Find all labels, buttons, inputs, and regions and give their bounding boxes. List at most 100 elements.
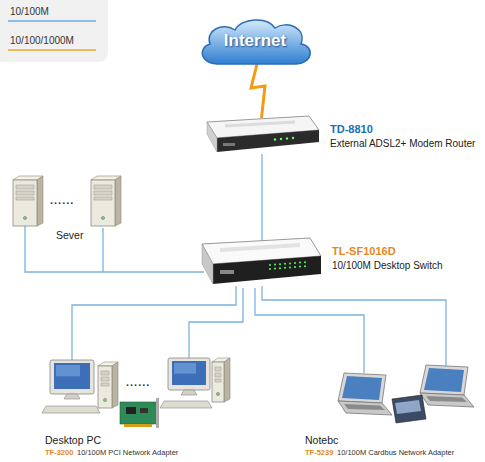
art-polygon [37, 176, 43, 226]
art-rect [168, 358, 210, 390]
art-rect [140, 408, 148, 413]
legend-panel [0, 0, 108, 62]
art-polygon [160, 401, 212, 408]
legend-entry: 10/100/1000M [10, 35, 74, 46]
notebook-group: NotebcTF-523910/100M Cardbus Network Ada… [300, 365, 475, 430]
art-rect [91, 180, 115, 226]
ellipsis-label: ...... [126, 376, 150, 388]
art-rect [215, 373, 221, 377]
art-circle [274, 268, 276, 270]
art-rect [98, 366, 112, 408]
adapter-description: 10/100M Cardbus Network Adapter [337, 449, 477, 458]
legend-line-sample [8, 49, 96, 51]
art-polygon [213, 256, 321, 284]
art-rect [16, 185, 34, 189]
art-rect [212, 362, 224, 402]
art-polygon [181, 390, 197, 395]
model-name: TL-SF1016D [332, 245, 482, 258]
art-polygon [338, 373, 386, 403]
art-circle [23, 216, 26, 219]
art-rect [124, 424, 152, 427]
desktop-group: Desktop PCTF-320010/100M PCI Network Ada… [40, 358, 230, 428]
switch-device-art [200, 236, 322, 288]
art-circle [289, 262, 291, 264]
art-rect [54, 363, 90, 389]
wan-link [251, 64, 265, 118]
legend-text: 10/100M [10, 6, 49, 17]
network-wire [102, 228, 103, 272]
art-circle [289, 266, 291, 268]
cloud-node: Internet [195, 16, 315, 68]
device-description: 10/100M Desktop Switch [332, 260, 482, 272]
art-polygon [424, 368, 464, 392]
art-rect [215, 379, 221, 382]
art-polygon [64, 394, 80, 399]
art-circle [299, 266, 301, 268]
art-circle [103, 398, 106, 401]
art-polygon [392, 395, 426, 423]
art-polygon [42, 406, 100, 413]
art-circle [294, 262, 296, 264]
ellipsis-label: ...... [50, 194, 74, 206]
art-rect [172, 361, 206, 385]
art-circle [274, 264, 276, 266]
art-circle [274, 138, 276, 140]
art-circle [284, 267, 286, 269]
art-circle [304, 261, 306, 263]
art-polygon [426, 396, 467, 402]
art-rect [220, 270, 234, 274]
art-circle [284, 263, 286, 265]
art-circle [286, 137, 288, 139]
art-circle [269, 264, 271, 266]
desktop-group-art [40, 358, 230, 428]
art-rect [101, 371, 109, 375]
art-rect [94, 197, 112, 200]
art-rect [13, 180, 37, 226]
art-polygon [420, 393, 474, 407]
art-rect [126, 407, 136, 414]
art-rect [94, 185, 112, 189]
art-polygon [342, 376, 382, 400]
art-rect [50, 360, 94, 394]
art-circle [279, 263, 281, 265]
art-circle [216, 392, 219, 395]
art-polygon [207, 122, 217, 152]
group-name: Desktop PC [45, 434, 165, 446]
art-polygon [115, 176, 121, 226]
art-circle [279, 267, 281, 269]
art-circle [280, 138, 282, 140]
notebook-group-art [300, 365, 475, 430]
art-rect [16, 197, 34, 200]
art-polygon [217, 130, 319, 152]
art-rect [94, 191, 112, 195]
art-rect [120, 402, 158, 424]
art-rect [215, 367, 221, 371]
art-circle [269, 268, 271, 270]
adapter-description: 10/100M PCI Network Adapter [77, 449, 227, 458]
lan-cable [261, 154, 262, 246]
art-polygon [344, 404, 385, 410]
art-circle [294, 266, 296, 268]
legend-line-sample [8, 20, 96, 22]
art-g [269, 261, 306, 270]
art-circle [101, 216, 104, 219]
legend-entry: 10/100M [10, 6, 49, 17]
switch-device: TL-SF1016D10/100M Desktop Switch [200, 236, 322, 288]
art-rect [156, 398, 159, 428]
art-circle [304, 265, 306, 267]
router-device: TD-8810External ADSL2+ Modem Router [205, 112, 320, 156]
art-polygon [202, 244, 213, 284]
art-rect [56, 365, 80, 376]
lan-cable [25, 226, 204, 272]
router-device-art [205, 112, 320, 156]
art-rect [101, 377, 109, 381]
cloud-label: Internet [195, 31, 315, 51]
art-polygon [224, 358, 230, 402]
art-rect [16, 191, 34, 195]
art-rect [174, 363, 196, 374]
art-line [225, 122, 295, 126]
art-polygon [395, 400, 421, 414]
legend-text: 10/100/1000M [10, 35, 74, 46]
